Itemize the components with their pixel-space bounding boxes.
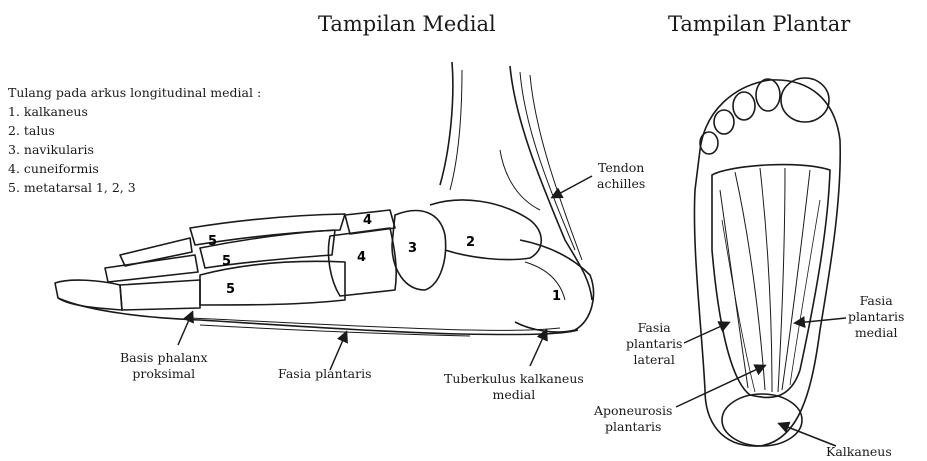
toe-2 — [756, 79, 780, 111]
bone-number-4b: 4 — [357, 250, 366, 265]
label-fasia-medial: Fasia plantaris medial — [848, 293, 904, 341]
label-basis-phalanx: Basis phalanx proksimal — [120, 350, 208, 382]
heel-calcaneus — [722, 394, 802, 446]
arrow-tuberkulus — [530, 331, 546, 366]
tibia-outline — [440, 62, 453, 185]
toe-5 — [700, 132, 718, 154]
label-tendon-achilles: Tendon achilles — [597, 160, 645, 192]
talus-outline — [430, 200, 541, 260]
bone-number-5c: 5 — [226, 282, 235, 297]
fasia-band — [190, 318, 560, 330]
toe-big — [781, 78, 829, 122]
bone-number-1: 1 — [552, 289, 561, 304]
fascia-outline — [712, 165, 830, 398]
label-tuberkulus: Tuberkulus kalkaneus medial — [444, 371, 584, 403]
arrow-kalkaneus — [780, 424, 836, 446]
arrow-fasia-lateral — [684, 323, 728, 343]
arrow-fasia — [330, 333, 346, 370]
toe-4 — [714, 110, 734, 134]
label-fasia-lateral: Fasia plantaris lateral — [626, 320, 682, 368]
bone-number-2: 2 — [466, 235, 475, 250]
navicular-outline — [392, 211, 446, 290]
bone-number-4a: 4 — [363, 213, 372, 228]
sole-outline-plantar — [694, 80, 840, 446]
arrow-aponeurosis — [676, 366, 764, 407]
toe-3 — [733, 92, 755, 120]
phalanx-big-toe — [120, 280, 200, 310]
bone-number-3: 3 — [408, 241, 417, 256]
sole-outline — [58, 298, 578, 335]
label-kalkaneus: Kalkaneus — [826, 444, 892, 460]
phalanx-distal — [55, 280, 122, 310]
label-fasia-plantaris: Fasia plantaris — [278, 366, 371, 382]
medial-foot — [55, 62, 594, 336]
bone-number-5a: 5 — [208, 234, 217, 249]
calcaneus-outline — [515, 240, 594, 332]
phalanx-lesser — [105, 255, 198, 282]
arrow-tendon — [553, 176, 592, 197]
plantar-foot — [694, 78, 840, 446]
label-aponeurosis: Aponeurosis plantaris — [594, 403, 672, 435]
bone-number-5b: 5 — [222, 254, 231, 269]
arrow-basis — [178, 313, 192, 345]
